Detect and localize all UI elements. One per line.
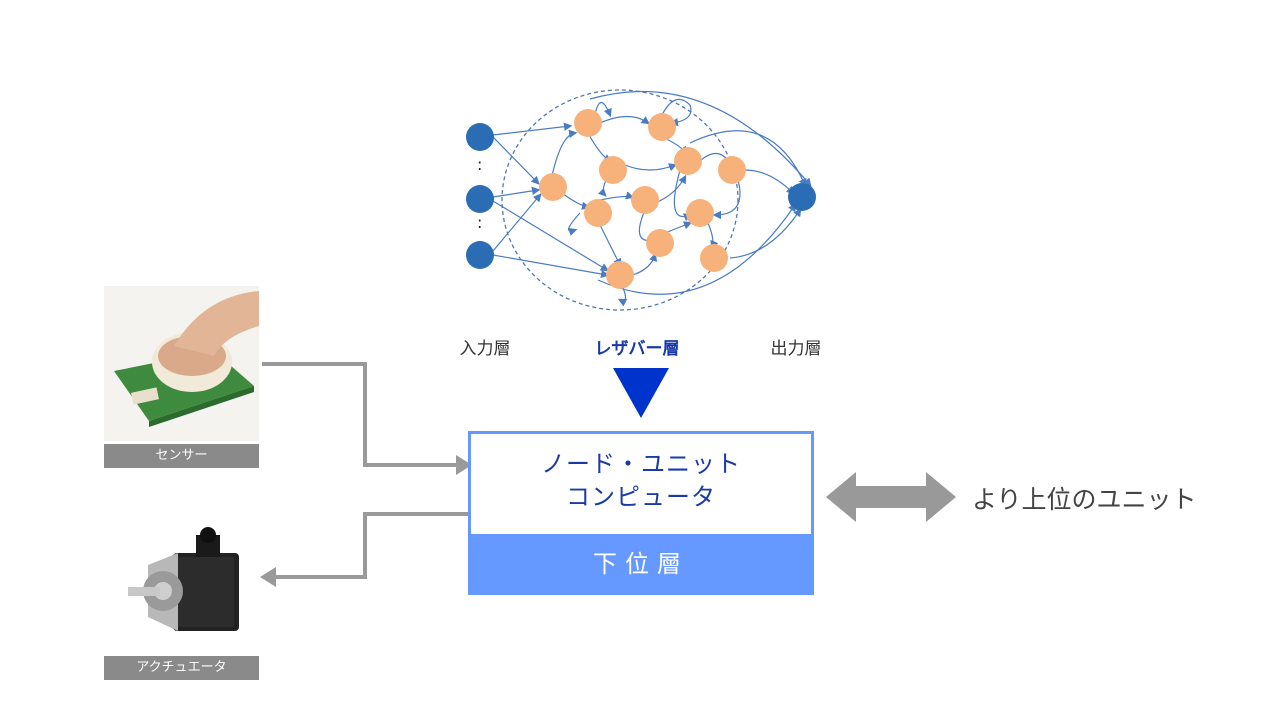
input-node [466, 241, 494, 269]
reservoir-node [700, 244, 728, 272]
sensor-to-node-arrow [262, 362, 458, 467]
reservoir-node [646, 229, 674, 257]
edge [599, 191, 635, 201]
sensor-caption: センサー [104, 444, 259, 468]
edge [729, 208, 802, 259]
edge [594, 101, 612, 118]
node-to-actuator-arrow [274, 512, 468, 579]
edge [492, 186, 541, 198]
reservoir-node [539, 173, 567, 201]
reservoir-node [584, 199, 612, 227]
reservoir-node [606, 261, 634, 289]
edge [707, 222, 719, 250]
edge [661, 98, 692, 127]
upper-unit-label: より上位のユニット [972, 485, 1197, 514]
reservoir-node [631, 186, 659, 214]
edge [689, 130, 807, 188]
edge [654, 174, 687, 204]
reservoir-node [674, 147, 702, 175]
edge [561, 192, 591, 210]
edge [492, 193, 542, 252]
input-node [466, 185, 494, 213]
actuator-caption: アクチュエータ [104, 656, 259, 680]
edge [587, 132, 613, 163]
down-arrow [613, 368, 669, 418]
edge [597, 203, 797, 295]
actuator-image [118, 525, 253, 645]
edge [664, 221, 693, 234]
node-title-line1: ノード・ユニット [541, 450, 741, 478]
edge [624, 163, 678, 172]
reservoir-node [686, 199, 714, 227]
input-node [466, 123, 494, 151]
edge [567, 212, 581, 236]
reservoir-node [599, 156, 627, 184]
edge [599, 115, 650, 125]
edge [631, 252, 658, 276]
reservoir-boundary [501, 89, 739, 311]
bidirectional-arrow [826, 472, 956, 522]
edge [599, 224, 622, 268]
edge [492, 122, 573, 136]
input-ellipsis-2: : [477, 213, 482, 232]
reservoir-network: : : [466, 89, 816, 311]
reservoir-node [574, 109, 602, 137]
input-layer-label: 入力層 [459, 339, 511, 359]
output-layer-label: 出力層 [770, 339, 822, 359]
reservoir-node [718, 156, 746, 184]
edge [492, 254, 610, 279]
lower-layer-label: 下位層 [468, 534, 814, 595]
reservoir-node [648, 113, 676, 141]
sensor-image [104, 286, 259, 441]
node-title-line2: コンピュータ [566, 483, 716, 511]
output-node [788, 183, 816, 211]
edge [744, 169, 795, 195]
node-unit-title: ノード・ユニット コンピュータ [471, 448, 811, 514]
edge [673, 169, 693, 222]
input-ellipsis-1: : [477, 155, 482, 174]
edge [492, 136, 540, 185]
reservoir-layer-label: レザバー層 [594, 339, 680, 359]
edge [589, 90, 812, 187]
edge [492, 200, 610, 272]
